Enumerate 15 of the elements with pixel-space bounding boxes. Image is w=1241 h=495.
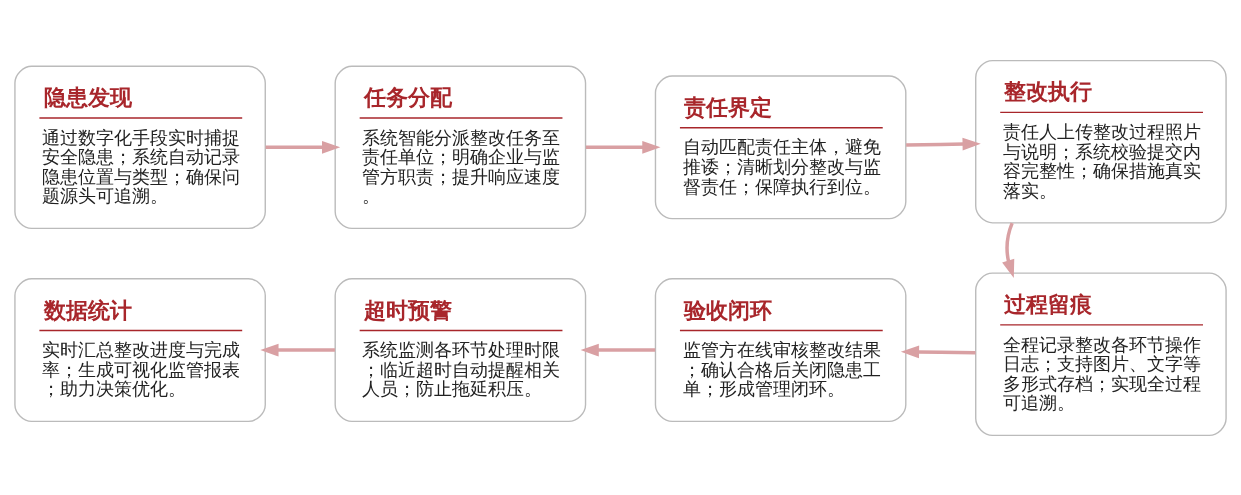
node-box: 过程留痕 全程记录整改各环节操作日志；支持图片、文字等多形式存档；实现全过程可追溯。 bbox=[975, 271, 1227, 436]
node-box: 整改执行 责任人上传整改过程照片与说明；系统校验提交内容完整性；确保措施真实落实。 bbox=[975, 59, 1227, 224]
arrow bbox=[260, 343, 335, 356]
node-box: 数据统计 实时汇总整改进度与完成率；生成可视化监管报表；助力决策优化。 bbox=[14, 277, 266, 422]
node-box: 隐患发现 通过数字化手段实时捕捉安全隐患；系统自动记录隐患位置与类型；确保问题源头可追溯。 bbox=[14, 65, 266, 229]
arrow bbox=[580, 343, 656, 356]
node-box: 验收闭环 监管方在线审核整改结果；确认合格后关闭隐患工单；形成管理闭环。 bbox=[654, 277, 907, 422]
arrow bbox=[900, 345, 976, 358]
arrow bbox=[265, 140, 341, 154]
arrow bbox=[585, 140, 661, 154]
arrow bbox=[1002, 222, 1015, 278]
node-box: 责任界定 自动匹配责任主体，避免推诿；清晰划分整改与监督责任；保障执行到位。 bbox=[654, 74, 907, 219]
arrow bbox=[906, 137, 981, 150]
node-box: 任务分配 系统智能分派整改任务至责任单位；明确企业与监管方职责；提升响应速度。 bbox=[334, 65, 587, 229]
node-box: 超时预警 系统监测各环节处理时限；临近超时自动提醒相关人员；防止拖延积压。 bbox=[334, 277, 587, 422]
